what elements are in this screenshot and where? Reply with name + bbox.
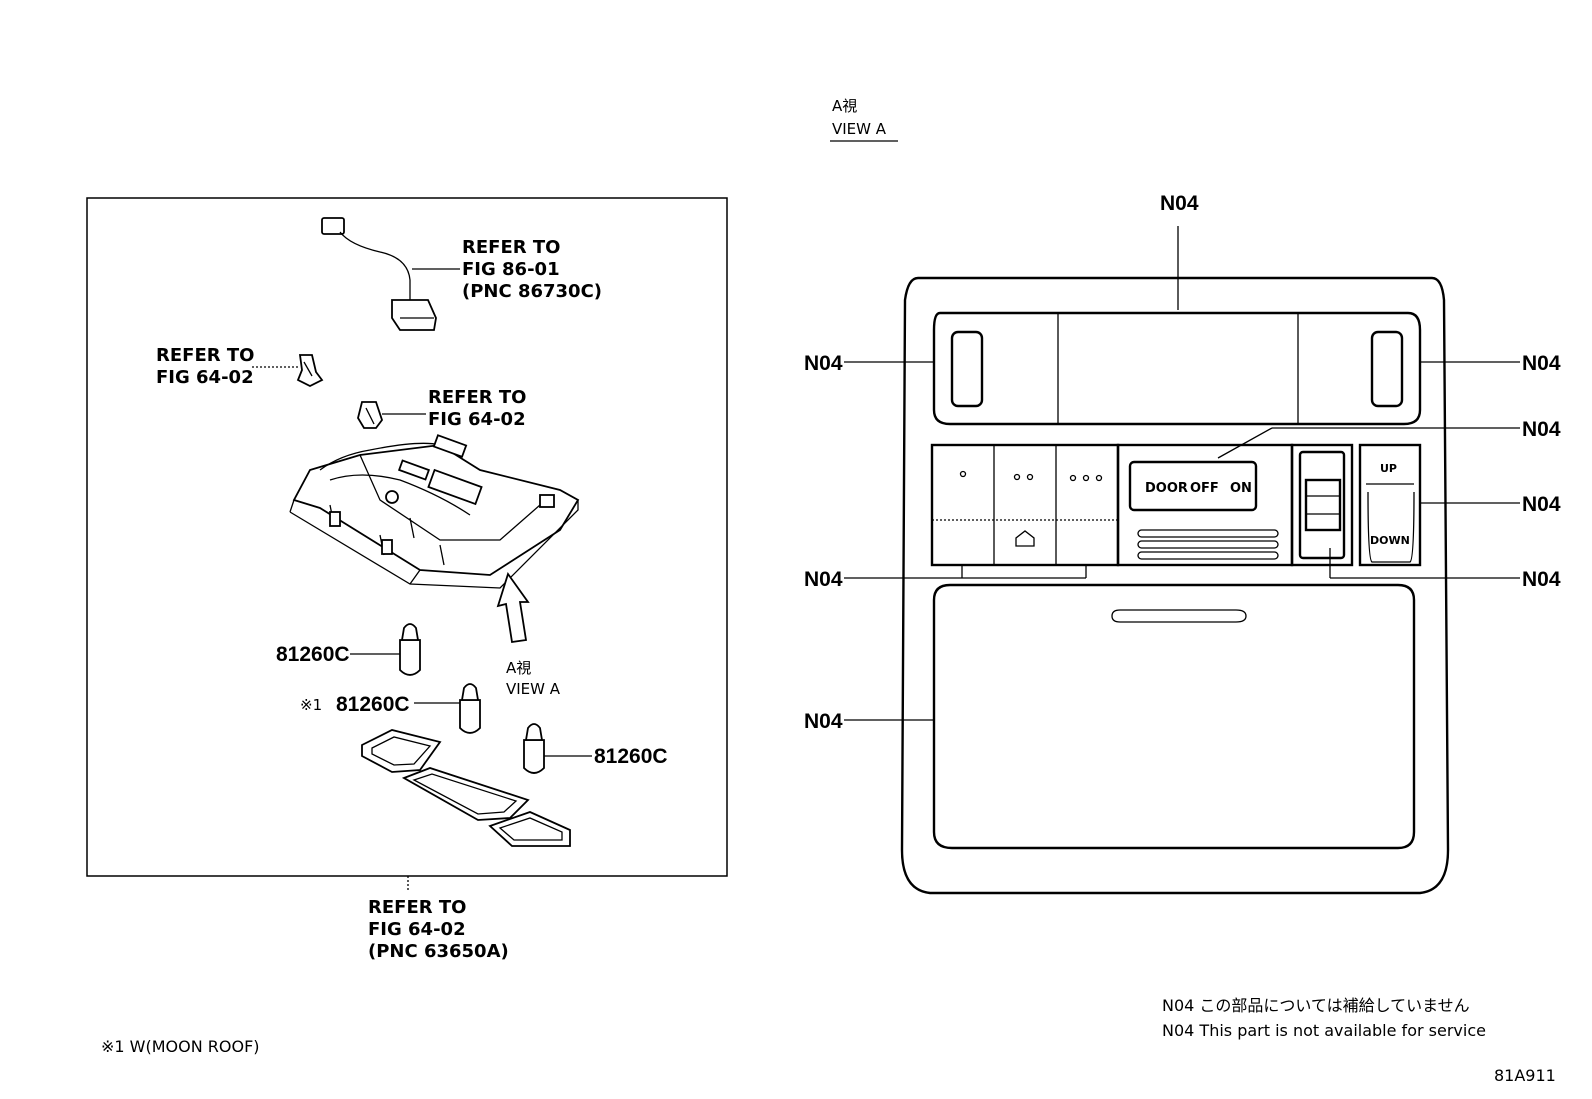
clip-left [296, 354, 324, 388]
refer-64-bottom-line2: FIG 64-02 [368, 919, 466, 940]
n04-callout-right-lamp: N04 [1522, 352, 1561, 375]
bulb-label-2-prefix: ※1 [300, 696, 322, 714]
note-n04-jp: N04 この部品については補給していません [1162, 996, 1470, 1015]
top-lamp-strip [932, 311, 1422, 426]
n04-callout-up-down: N04 [1522, 493, 1561, 516]
door-label: DOOR [1145, 481, 1188, 496]
n04-callout-left-lamp: N04 [804, 352, 843, 375]
bulb-label-2: 81260C [336, 693, 410, 716]
home-icon [1015, 530, 1035, 547]
bulb-label-3: 81260C [594, 745, 668, 768]
down-label: DOWN [1370, 534, 1410, 547]
switch-row [930, 443, 1120, 579]
arrow-caption-jp: A視 [506, 659, 531, 677]
refer-86-line2: FIG 86-01 [462, 259, 560, 280]
refer-86-line3: (PNC 86730C) [462, 281, 602, 302]
on-label: ON [1230, 481, 1252, 496]
view-a-arrow [496, 572, 530, 644]
n04-callout-switch-row: N04 [804, 568, 843, 591]
sunglass-holder-lid [932, 583, 1416, 850]
slider-switch [1290, 443, 1354, 567]
note-n04-en: N04 This part is not available for servi… [1162, 1021, 1486, 1040]
bulb-label-1: 81260C [276, 643, 350, 666]
refer-64-bottom-line3: (PNC 63650A) [368, 941, 509, 962]
footnote-moon-roof: ※1 W(MOON ROOF) [101, 1037, 260, 1056]
refer-64-bottom-line1: REFER TO [368, 897, 466, 918]
up-label: UP [1380, 462, 1397, 475]
arrow-caption-en: VIEW A [506, 680, 561, 698]
exploded-view-frame [86, 197, 728, 877]
clip-mid [357, 401, 384, 429]
refer-64-mid-line1: REFER TO [428, 387, 526, 408]
refer-86-line1: REFER TO [462, 237, 560, 258]
console-outer-frame [900, 276, 1450, 895]
n04-callout-lid: N04 [804, 710, 843, 733]
bulb-1 [399, 623, 421, 676]
view-a-title-jp: A視 [832, 97, 857, 115]
bulb-2 [459, 683, 481, 734]
n04-callout-top: N04 [1160, 192, 1199, 215]
overhead-console-housing [289, 434, 580, 589]
figure-id: 81A911 [1494, 1066, 1556, 1085]
wire-harness [321, 217, 437, 331]
refer-64-left-line2: FIG 64-02 [156, 367, 254, 388]
door-switch-block [1116, 443, 1294, 567]
up-down-switch [1358, 443, 1422, 567]
n04-callout-door-switch: N04 [1522, 418, 1561, 441]
lens-set [361, 729, 571, 847]
n04-leaders [844, 226, 1520, 721]
view-a-title-en: VIEW A [832, 120, 887, 138]
refer-64-mid-line2: FIG 64-02 [428, 409, 526, 430]
n04-callout-slider: N04 [1522, 568, 1561, 591]
bulb-3 [523, 723, 545, 774]
off-label: OFF [1190, 481, 1219, 496]
refer-64-left-line1: REFER TO [156, 345, 254, 366]
